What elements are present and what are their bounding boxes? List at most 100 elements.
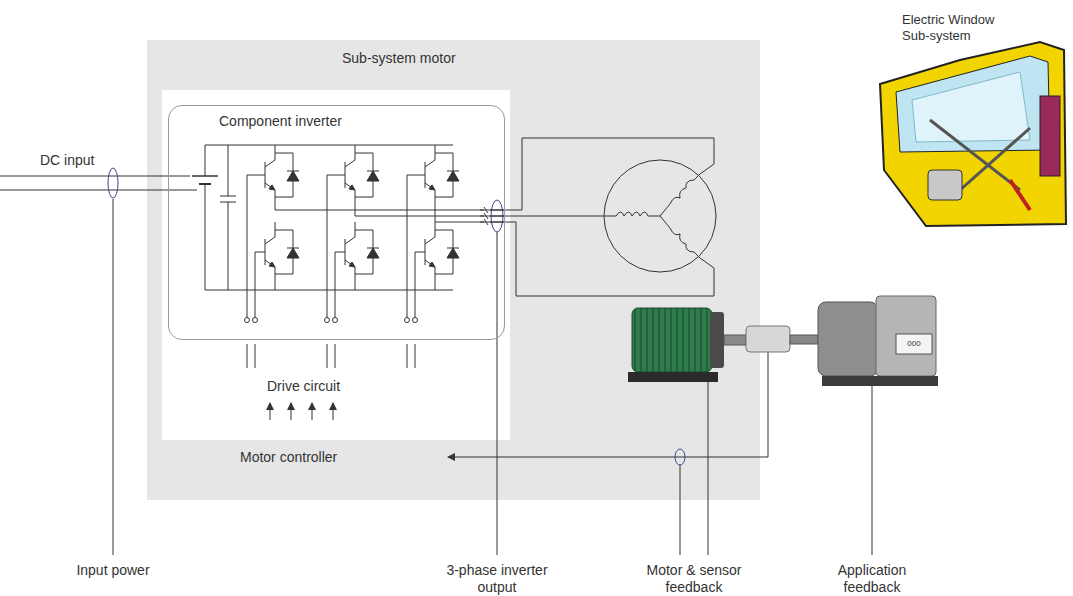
drive-pin xyxy=(327,344,328,368)
drive-pin xyxy=(247,344,248,368)
drive-arrow xyxy=(333,403,334,420)
dc-wire xyxy=(0,176,190,177)
motor-coil xyxy=(660,174,700,216)
transistor-symbol xyxy=(345,183,355,190)
capacitor-symbol xyxy=(228,202,229,290)
panel-fill xyxy=(162,90,510,440)
subsystem-panel: Sub-system motorDrive circuit Component i… xyxy=(147,40,760,500)
phase-wire xyxy=(480,216,612,217)
terminal xyxy=(333,318,338,323)
drive-arrow xyxy=(270,403,271,420)
battery-symbol xyxy=(192,175,218,177)
callout-label: Motor & sensor feedback xyxy=(640,562,748,596)
base-lead xyxy=(407,175,408,318)
panel-fill xyxy=(168,105,505,340)
leader-line xyxy=(708,382,709,555)
transistor-symbol xyxy=(275,267,276,290)
battery-symbol xyxy=(205,145,206,176)
diode-symbol xyxy=(287,248,299,249)
subsystem-label: Electric Window Sub-system xyxy=(902,12,1012,43)
phase-wire xyxy=(480,222,714,296)
diode-symbol xyxy=(355,230,373,231)
diode-symbol xyxy=(275,230,293,231)
transistor-symbol xyxy=(265,260,275,267)
drive-arrow xyxy=(312,403,313,420)
drive-pin xyxy=(335,344,336,368)
diode-symbol xyxy=(447,171,459,172)
transistor-symbol xyxy=(265,237,275,244)
transistor-symbol xyxy=(269,185,275,190)
battery-symbol xyxy=(205,184,206,290)
terminal xyxy=(405,318,410,323)
diode-symbol xyxy=(355,153,373,154)
transistor-symbol xyxy=(265,160,275,167)
terminal xyxy=(253,318,258,323)
block-label: Motor controller xyxy=(240,449,337,466)
diode-symbol xyxy=(275,197,293,198)
node-title: Sub-system motor xyxy=(342,50,456,67)
diode-symbol xyxy=(367,248,379,249)
motor-symbol xyxy=(604,160,716,272)
inverter-box: Component inverter xyxy=(168,105,505,340)
transistor-symbol xyxy=(425,237,435,244)
diode-symbol xyxy=(367,171,379,181)
transistor-symbol xyxy=(265,183,275,190)
transistor-symbol xyxy=(429,262,435,267)
diode-symbol xyxy=(275,274,293,275)
panel-fill xyxy=(147,40,760,500)
motor-coil xyxy=(660,216,700,258)
drive-pin xyxy=(407,344,408,368)
diode-symbol xyxy=(287,171,299,172)
drive-pin xyxy=(415,344,416,368)
diode-symbol xyxy=(355,197,373,198)
base-lead xyxy=(255,252,256,318)
transistor-symbol xyxy=(345,237,355,244)
diode-symbol xyxy=(435,197,453,198)
phase-output xyxy=(355,216,484,217)
leader-line xyxy=(680,465,681,555)
base-lead xyxy=(415,252,425,253)
diode-symbol xyxy=(367,171,379,172)
node-title: Component inverter xyxy=(219,113,342,130)
capacitor-symbol xyxy=(220,196,236,197)
transistor-symbol xyxy=(345,260,355,267)
display-digits: 000 xyxy=(902,339,926,349)
transistor-symbol xyxy=(425,160,435,167)
base-lead xyxy=(335,252,336,318)
transistor-symbol xyxy=(349,185,355,190)
leader-line xyxy=(872,386,873,555)
leader-line xyxy=(113,199,114,555)
base-lead xyxy=(335,252,345,253)
phase-output xyxy=(435,222,484,223)
diode-symbol xyxy=(367,248,379,258)
terminal xyxy=(245,318,250,323)
dc-rail xyxy=(205,290,453,291)
motor-picture xyxy=(628,296,938,386)
diode-symbol xyxy=(435,230,453,231)
transistor-symbol xyxy=(269,262,275,267)
node-title: Drive circuit xyxy=(267,378,340,395)
transistor-symbol xyxy=(425,183,435,190)
base-lead xyxy=(327,175,345,176)
transistor-symbol xyxy=(429,185,435,190)
drive-pin xyxy=(255,344,256,368)
transistor-symbol xyxy=(355,267,356,290)
terminal xyxy=(413,318,418,323)
callout-label: Application feedback xyxy=(812,562,932,596)
base-lead xyxy=(247,175,265,176)
terminal xyxy=(325,318,330,323)
terminal-label: DC input xyxy=(40,152,94,169)
callout-label: 3-phase inverter output xyxy=(437,562,557,596)
callout-ellipse xyxy=(108,168,118,198)
diode-symbol xyxy=(447,248,459,258)
diode-symbol xyxy=(435,153,453,154)
diode-symbol xyxy=(275,153,293,154)
base-lead xyxy=(407,175,425,176)
leader-line xyxy=(497,232,498,555)
diode-symbol xyxy=(355,274,373,275)
phase-wire xyxy=(480,138,714,210)
diode-symbol xyxy=(447,248,459,249)
phase-output xyxy=(275,210,484,211)
base-lead xyxy=(255,252,265,253)
diode-symbol xyxy=(287,248,299,258)
